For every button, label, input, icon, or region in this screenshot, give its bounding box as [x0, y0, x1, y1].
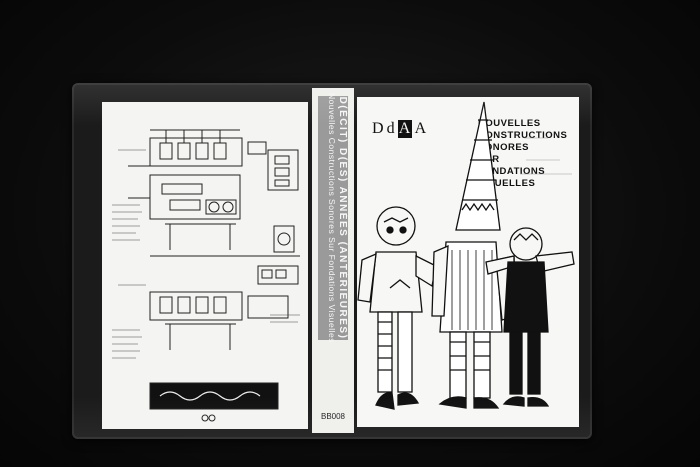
spine-title-strip: [318, 96, 348, 340]
figure-middle: [431, 101, 517, 409]
mixing-desk: [161, 183, 203, 195]
title-line-5: FONDATIONS: [478, 166, 546, 177]
logo-letter-4: A: [414, 120, 427, 137]
label-logo: D d A A: [372, 120, 426, 138]
title-line-3: SONORES: [478, 142, 530, 153]
figure-left: [357, 206, 437, 410]
info-panel-top: [149, 137, 243, 167]
logo-letter-3: A: [397, 120, 412, 138]
front-illustration: [357, 101, 575, 410]
figure-right: [485, 227, 575, 407]
info-panel-bottom: [149, 291, 243, 321]
title-line-1: NOUVELLES: [478, 118, 541, 129]
logo-letter-2: d: [386, 120, 395, 137]
logo-letter-1: D: [372, 120, 384, 137]
title-line-2: CONSTRUCTIONS: [478, 130, 568, 141]
back-schematic: [112, 129, 300, 422]
title-scribbles: [520, 137, 572, 175]
catalog-number: BB008: [320, 412, 346, 421]
tape-reel-icon: [208, 201, 220, 213]
title-line-6: VISUELLES: [478, 178, 536, 189]
